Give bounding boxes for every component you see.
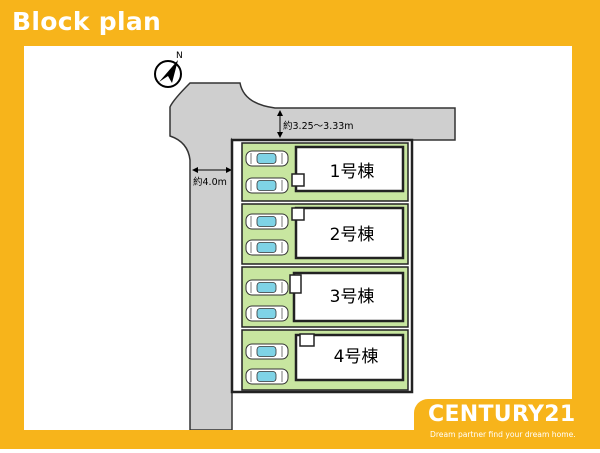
north-road-dimension: 約3.25～3.33m — [277, 110, 354, 138]
car-icon — [245, 213, 289, 230]
car-icon — [245, 150, 289, 167]
lot-4-label: 4号棟 — [334, 347, 379, 367]
dimension-arrow-right-icon — [226, 167, 232, 173]
brand-name: CENTURY21 — [428, 402, 576, 427]
brand-logo: CENTURY21 Dream partner find your dream … — [414, 399, 600, 449]
dimension-arrow-left-icon — [192, 167, 198, 173]
car-icon — [245, 305, 289, 322]
west-road-dimension: 約4.0m — [192, 167, 232, 188]
parking-cars — [245, 150, 289, 385]
lot-1-annex — [291, 173, 305, 187]
lot-2-annex — [291, 207, 305, 221]
lot-3-building — [292, 271, 405, 323]
lot-1-building — [294, 145, 405, 193]
lot-4-annex — [299, 333, 315, 347]
car-icon — [245, 239, 289, 256]
lot-2-label: 2号棟 — [330, 225, 375, 245]
car-icon — [245, 368, 289, 385]
brand-slogan: Dream partner find your dream home. — [430, 430, 576, 439]
compass: N — [154, 51, 183, 88]
lot-3-label: 3号棟 — [330, 287, 375, 307]
dimension-arrow-down-icon — [277, 132, 283, 138]
north-road-width-label: 約3.25～3.33m — [283, 120, 354, 132]
west-road-width-label: 約4.0m — [193, 176, 227, 188]
lot-3-annex — [289, 274, 302, 294]
north-label: N — [176, 51, 183, 61]
car-icon — [245, 343, 289, 360]
dimension-arrow-up-icon — [277, 110, 283, 116]
page-title: Block plan — [0, 0, 180, 44]
lot-2-building — [294, 206, 405, 260]
car-icon — [245, 279, 289, 296]
lot-1-label: 1号棟 — [330, 162, 375, 182]
north-arrow-icon — [159, 60, 178, 83]
car-icon — [245, 177, 289, 194]
